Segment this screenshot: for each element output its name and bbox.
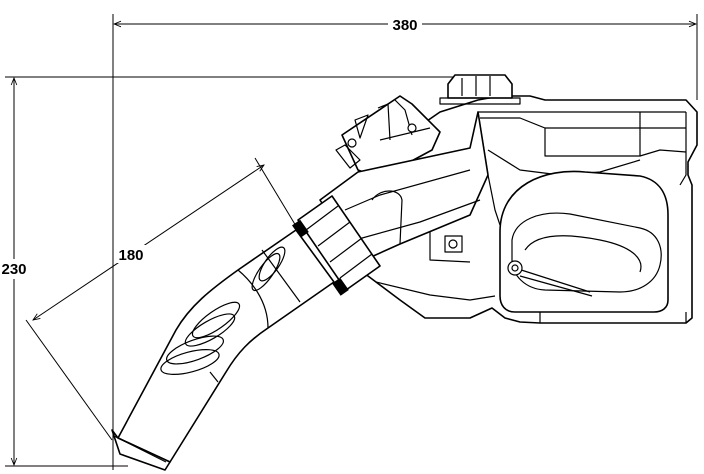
neck-curve xyxy=(371,190,403,245)
nozzle-extension-bottom xyxy=(25,319,113,441)
trigger-pivot-center xyxy=(511,264,519,272)
housing-bolt xyxy=(448,239,458,249)
swivel-cap-ribs xyxy=(461,76,491,96)
spout-coupling xyxy=(292,195,381,296)
width-label: 380 xyxy=(392,17,417,34)
lower-body-inner xyxy=(429,232,471,263)
spout-tip-edge xyxy=(113,435,167,463)
coupling-clamp-bottom xyxy=(332,277,349,296)
latch-pin xyxy=(347,138,357,148)
spout-spring-tail xyxy=(209,371,219,383)
nozzle-dimension-line xyxy=(33,165,264,320)
spout-spring-4 xyxy=(184,313,236,347)
nozzle-length-dimension: 180 xyxy=(25,157,303,441)
height-dimension: 230 xyxy=(0,76,455,467)
latch-bar xyxy=(379,127,431,141)
trigger-pivot xyxy=(507,260,523,276)
width-dimension: 380 xyxy=(112,14,698,470)
spout-ring-line-2 xyxy=(237,269,269,329)
spout-tube xyxy=(111,229,335,471)
spout-tube-outline xyxy=(117,229,335,463)
latch-pin-2 xyxy=(407,123,417,133)
latch-rib-1 xyxy=(354,114,369,139)
neck-line-2 xyxy=(354,199,481,241)
trigger-guard-inner-line xyxy=(524,235,642,273)
height-label: 230 xyxy=(1,261,26,278)
latch-clip-left xyxy=(335,144,361,169)
nozzle-length-label: 180 xyxy=(118,247,143,264)
neck-line-1 xyxy=(344,169,471,211)
coupling-collar xyxy=(297,195,381,291)
trigger-guard-window xyxy=(511,212,662,293)
nozzle-body xyxy=(111,74,698,471)
swivel-cap xyxy=(447,74,513,99)
lower-body-contour xyxy=(375,281,496,301)
swivel-cap-base xyxy=(439,97,521,105)
housing-rear-edge xyxy=(679,112,687,186)
spout-spring-5 xyxy=(166,335,224,365)
coupling-rings xyxy=(305,205,373,279)
spout-spring-2 xyxy=(251,252,281,292)
base-edges xyxy=(539,312,687,323)
latch-rib-2 xyxy=(377,103,391,141)
housing-bolt-boss xyxy=(444,235,463,253)
trigger-lever xyxy=(514,267,593,297)
spout-spring-6 xyxy=(160,349,220,375)
spout-spring-3 xyxy=(191,301,241,339)
